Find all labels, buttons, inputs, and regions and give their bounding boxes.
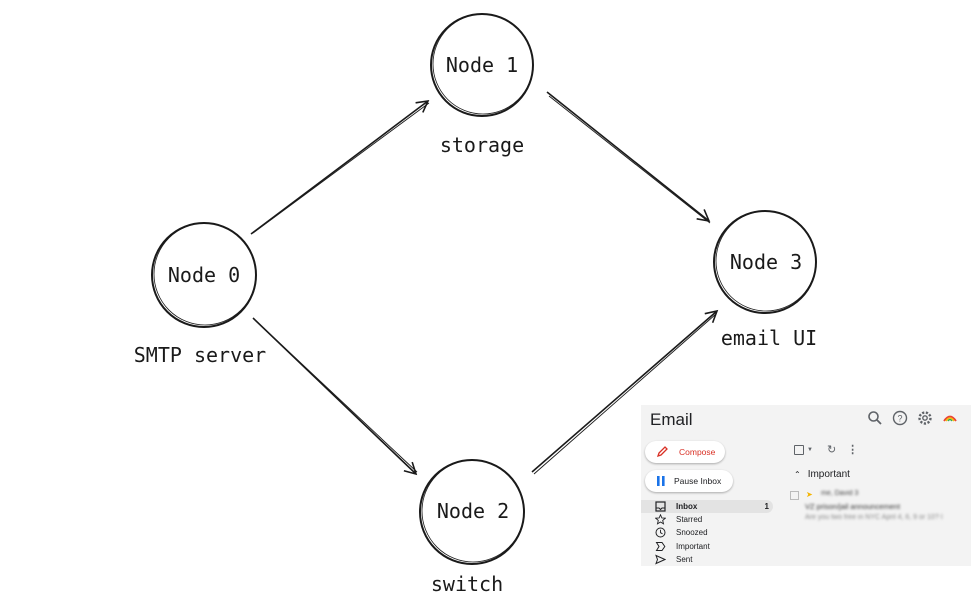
- nav-important-label: Important: [676, 542, 710, 551]
- compose-button[interactable]: Compose: [645, 441, 725, 463]
- message-sender: me, David 3: [821, 490, 859, 497]
- node-3-role: email UI: [721, 326, 817, 350]
- node-0: Node 0 SMTP server: [134, 222, 266, 367]
- node-2-role: switch: [431, 572, 503, 596]
- nav-sent-label: Sent: [676, 555, 693, 564]
- message-checkbox[interactable]: [790, 491, 799, 500]
- edge-node1-node3: [546, 91, 711, 224]
- node-0-label: Node 0: [168, 263, 240, 287]
- inbox-count: 1: [764, 502, 769, 511]
- pause-inbox-label: Pause Inbox: [674, 476, 722, 486]
- node-2: Node 2 switch: [419, 459, 525, 596]
- compose-label: Compose: [679, 447, 716, 457]
- nav-item-inbox[interactable]: Inbox 1: [641, 500, 773, 513]
- more-vertical-icon[interactable]: ⋮: [847, 444, 859, 456]
- node-1-label: Node 1: [446, 53, 518, 77]
- message-subject: VZ prison/jail announcement: [805, 502, 901, 511]
- mail-toolbar: ▼ ↻ ⋮: [794, 443, 858, 456]
- pause-icon: [657, 476, 665, 486]
- apps-rainbow-icon[interactable]: [941, 409, 959, 427]
- inbox-icon: [654, 501, 666, 513]
- node-3-label: Node 3: [730, 250, 802, 274]
- edge-node0-node1: [250, 99, 430, 235]
- send-icon: [654, 554, 666, 566]
- select-all-checkbox[interactable]: [794, 444, 804, 455]
- collapse-chevron-icon: ⌃: [794, 470, 801, 479]
- node-1-role: storage: [440, 133, 524, 157]
- nav-item-important[interactable]: Important: [641, 540, 710, 553]
- help-icon[interactable]: ?: [891, 409, 909, 427]
- nav-item-starred[interactable]: Starred: [641, 513, 702, 526]
- node-2-label: Node 2: [437, 499, 509, 523]
- clock-icon: [654, 527, 666, 539]
- pencil-icon: [656, 446, 668, 458]
- svg-text:?: ?: [897, 414, 902, 424]
- email-ui-screenshot: Email ? Compose Pause Inbox Inb: [641, 405, 971, 566]
- important-section-label: Important: [807, 469, 850, 480]
- message-row[interactable]: ➤ me, David 3 VZ prison/jail announcemen…: [790, 490, 971, 530]
- nav-snoozed-label: Snoozed: [676, 528, 708, 537]
- node-1: Node 1 storage: [430, 13, 534, 157]
- important-section-header[interactable]: ⌃ Important: [794, 469, 850, 480]
- edge-node0-node2: [252, 317, 418, 476]
- nav-item-snoozed[interactable]: Snoozed: [641, 526, 708, 539]
- pause-inbox-button[interactable]: Pause Inbox: [645, 470, 733, 492]
- node-3: Node 3 email UI: [713, 210, 817, 350]
- star-icon: [654, 514, 666, 526]
- nav-starred-label: Starred: [676, 515, 703, 524]
- search-icon[interactable]: [866, 409, 884, 427]
- edge-node2-node3: [531, 309, 719, 475]
- message-snippet: Are you two free in NYC April 4, 6, 9 or…: [805, 514, 943, 521]
- nav-item-sent[interactable]: Sent: [641, 553, 692, 566]
- nav-inbox-label: Inbox: [676, 502, 698, 511]
- select-dropdown-chevron-icon[interactable]: ▼: [807, 446, 813, 453]
- important-icon: [654, 541, 666, 553]
- settings-gear-icon[interactable]: [916, 409, 934, 427]
- refresh-icon[interactable]: ↻: [826, 444, 837, 456]
- node-0-role: SMTP server: [134, 343, 266, 367]
- important-marker-icon[interactable]: ➤: [806, 490, 813, 499]
- email-app-title: Email: [650, 410, 693, 429]
